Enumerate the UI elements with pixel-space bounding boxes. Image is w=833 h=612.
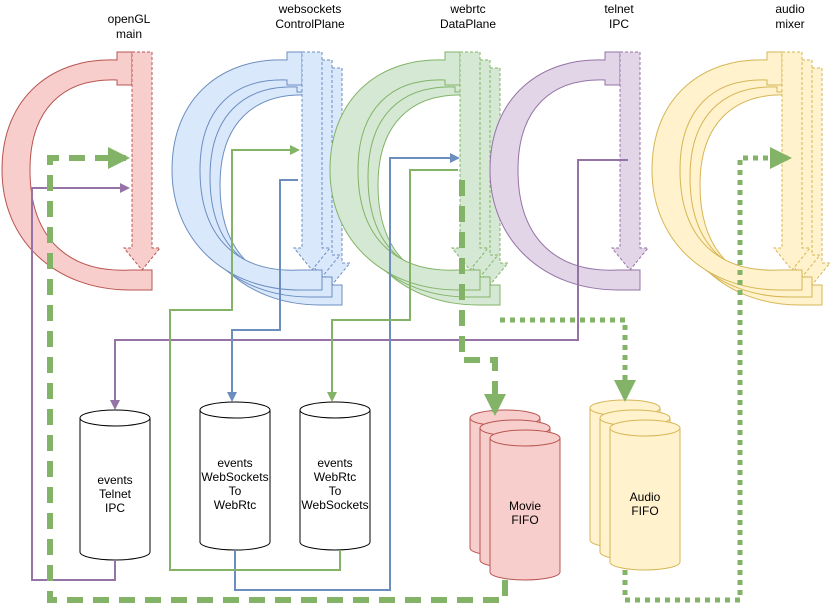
fifo-label-line: FIFO — [631, 504, 658, 518]
queue-label-line: events — [97, 473, 132, 487]
queue-label-line: WebSockets — [201, 470, 268, 484]
queue-label-line: To — [229, 484, 242, 498]
thread-title-line1: websockets — [278, 2, 342, 16]
thread-loop-arrow — [489, 51, 641, 291]
queue-events-webrtc-to-websockets: events WebRtc To WebSockets — [299, 401, 371, 551]
thread-opengl-main: openGL main — [1, 12, 162, 291]
thread-audio-mixer: audio mixer — [651, 2, 832, 306]
connector-telnet-to-queue — [110, 159, 628, 410]
queue-events-telnet-ipc: events Telnet IPC — [79, 409, 151, 561]
connector-audio-fifo-to-mixer — [622, 147, 792, 603]
thread-title-line1: webrtc — [449, 2, 485, 16]
connector-webrtc-to-audio-fifo — [500, 317, 636, 402]
thread-down-arrow — [772, 51, 812, 271]
queue-label-line: WebSockets — [301, 498, 368, 512]
thread-loop-arrow — [329, 51, 481, 291]
queue-label-line: Telnet — [99, 487, 132, 501]
connector-queue-to-websockets — [169, 145, 341, 571]
queue-events-websockets-to-webrtc: events WebSockets To WebRtc — [199, 401, 271, 551]
connector-webrtc-to-queue — [327, 169, 458, 402]
connector-movie-fifo-to-opengl — [47, 147, 508, 603]
thread-title-line2: main — [116, 27, 142, 41]
queue-label-line: IPC — [105, 501, 125, 515]
thread-title-line2: ControlPlane — [275, 17, 345, 31]
fifo-audio: Audio FIFO — [589, 399, 681, 571]
thread-webrtc-dataplane: webrtc DataPlane — [329, 2, 510, 306]
thread-telnet-ipc: telnet IPC — [489, 2, 650, 291]
queue-label-line: WebRtc — [214, 498, 256, 512]
thread-title-line1: openGL — [108, 12, 151, 26]
thread-websockets-controlplane: websockets ControlPlane — [171, 2, 352, 306]
queue-label-line: To — [329, 484, 342, 498]
fifo-movie: Movie FIFO — [469, 409, 561, 581]
fifo-label-line: Audio — [630, 490, 661, 504]
thread-title-line2: DataPlane — [440, 17, 496, 31]
thread-title-line1: audio — [775, 2, 805, 16]
thread-title-line2: IPC — [609, 17, 629, 31]
connector-queue-to-opengl — [31, 183, 130, 581]
fifo-label-line: Movie — [509, 499, 541, 513]
queue-label-line: WebRtc — [314, 470, 356, 484]
thread-down-arrow — [292, 51, 332, 271]
thread-loop-arrow — [171, 51, 323, 291]
connector-webrtc-to-movie-fifo — [459, 180, 506, 416]
thread-down-arrow — [122, 51, 162, 271]
thread-title-line2: mixer — [775, 17, 804, 31]
queue-label-line: events — [217, 456, 252, 470]
connector-websockets-to-queue — [227, 179, 298, 402]
queue-label-line: events — [317, 456, 352, 470]
thread-loop-arrow — [651, 51, 803, 291]
fifo-label-line: FIFO — [511, 513, 538, 527]
thread-title-line1: telnet — [604, 2, 634, 16]
thread-down-arrow — [610, 51, 650, 271]
thread-loop-arrow — [1, 51, 153, 291]
connector-queue-to-webrtc — [234, 153, 460, 591]
